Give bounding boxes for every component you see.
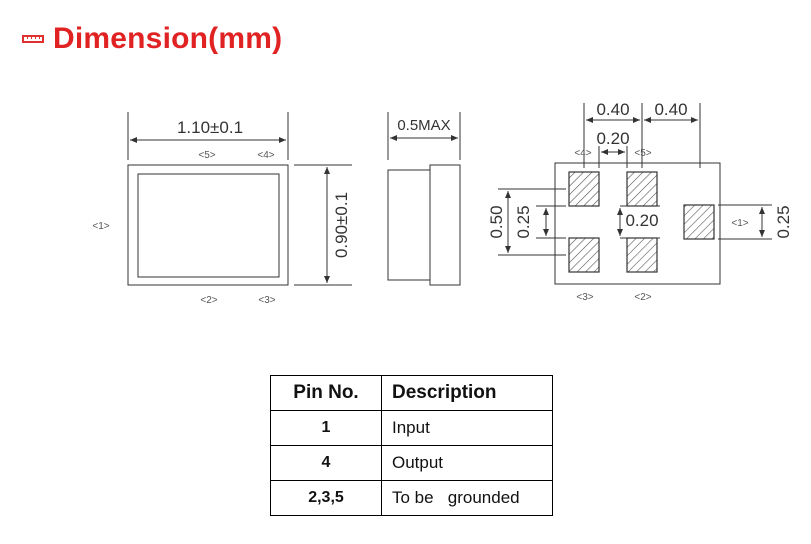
height-dimension: 0.90±0.1 [332, 192, 351, 258]
section-header: Dimension(mm) [22, 18, 282, 60]
dim-right-pad: 0.25 [774, 205, 793, 238]
pad-4 [568, 171, 600, 207]
table-row: 4 Output [270, 445, 553, 481]
pin-label-2-bottom: <2> [634, 292, 651, 303]
dim-left-inner: 0.25 [514, 205, 533, 238]
side-view-body [387, 169, 431, 281]
pad-5 [626, 171, 658, 207]
dim-pad-gap: 0.20 [625, 211, 658, 230]
dim-top-left: 0.40 [596, 100, 629, 119]
dimension-drawing: 1.10±0.1 0.90±0.1 <5> <4> <1> <2> <3> 0.… [92, 100, 793, 306]
table-row: 2,3,5 To be grounded [270, 480, 553, 516]
dim-left-outer: 0.50 [487, 205, 506, 238]
pad-3 [568, 237, 600, 273]
dim-pitch: 0.20 [596, 129, 629, 148]
side-height-dimension: 0.5MAX [397, 117, 450, 134]
side-view: 0.5MAX [387, 112, 461, 286]
table-row: 1 Input [270, 410, 553, 446]
pin-table: Pin No. Description 1 Input 4 Output 2,3… [270, 375, 553, 516]
bottom-view: 0.40 0.40 0.20 <4> <5> 0.20 0.50 0.25 <1… [487, 100, 793, 303]
pin-description: To be grounded [381, 480, 553, 516]
header-pin-no: Pin No. [270, 375, 382, 411]
pad-1 [683, 204, 715, 240]
pin-label-1-bottom: <1> [731, 218, 748, 229]
top-view-outline [127, 164, 289, 286]
pin-label-4: <4> [257, 150, 274, 161]
pin-label-3: <3> [258, 295, 275, 306]
pin-label-2: <2> [200, 295, 217, 306]
page-title: Dimension(mm) [53, 22, 283, 55]
pin-description: Input [381, 410, 553, 446]
bottom-view-outline [554, 162, 721, 285]
dim-top-right: 0.40 [654, 100, 687, 119]
pin-number: 1 [270, 410, 382, 446]
ruler-icon [22, 35, 44, 43]
pin-number: 4 [270, 445, 382, 481]
pad-2 [626, 237, 658, 273]
top-view-inner [137, 173, 280, 278]
pin-label-5: <5> [198, 150, 215, 161]
header-description: Description [381, 375, 553, 411]
top-view: 1.10±0.1 0.90±0.1 <5> <4> <1> <2> <3> [92, 112, 352, 306]
side-view-lid [429, 164, 461, 286]
width-dimension: 1.10±0.1 [177, 118, 243, 137]
pin-description: Output [381, 445, 553, 481]
pin-label-1: <1> [92, 221, 109, 232]
pin-label-5-bottom: <5> [634, 148, 651, 159]
pin-number: 2,3,5 [270, 480, 382, 516]
table-header-row: Pin No. Description [270, 375, 553, 411]
pin-label-4-bottom: <4> [574, 148, 591, 159]
pin-label-3-bottom: <3> [576, 292, 593, 303]
